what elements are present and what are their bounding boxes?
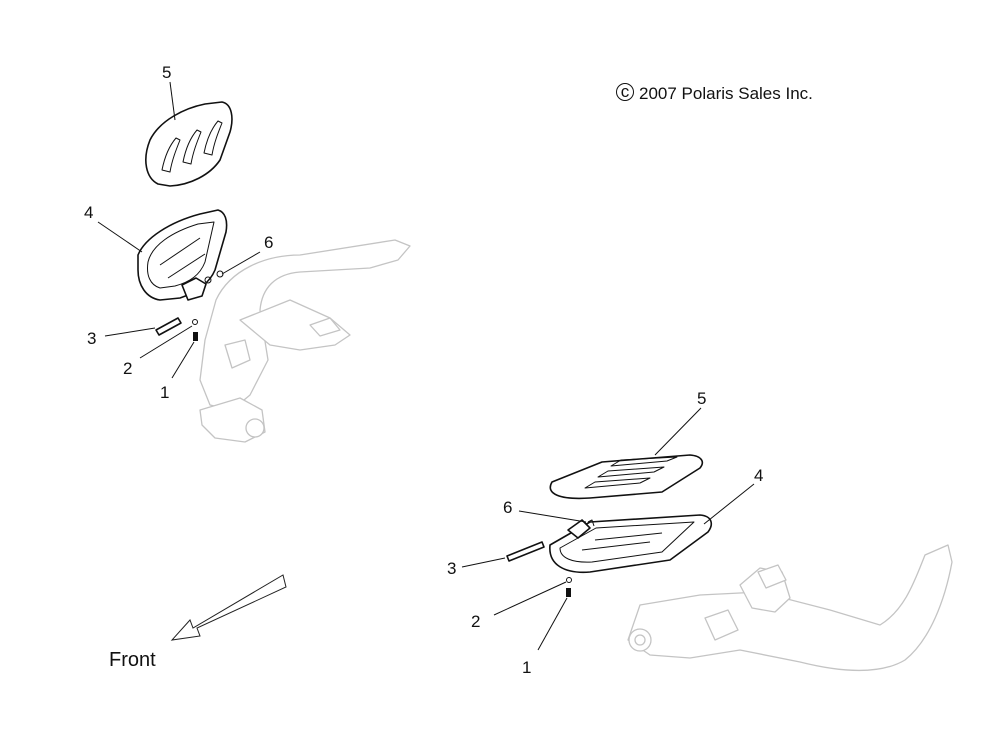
left-pad-slot-2 (182, 129, 202, 165)
right-tray-hinge (567, 519, 591, 539)
front-arrow-icon (170, 574, 287, 641)
left-tray-rib-1 (159, 237, 201, 266)
left-callout-5: 5 (162, 63, 171, 82)
right-part-3-pin (506, 541, 545, 562)
right-tray-rib-1 (581, 541, 651, 551)
left-hardware (155, 270, 224, 341)
right-callout-2: 2 (471, 612, 480, 631)
right-part-1-clip (566, 588, 571, 597)
left-part-4-tray (137, 209, 228, 301)
copyright-text: 2007 Polaris Sales Inc. (639, 84, 813, 103)
left-tray-inner (147, 221, 215, 289)
left-part-2-washer (192, 319, 198, 325)
copyright-circle (616, 83, 634, 101)
left-tray-hinge (181, 277, 207, 301)
front-label: Front (109, 649, 156, 671)
left-pad-slot-1 (161, 137, 181, 173)
right-callout-4: 4 (754, 466, 763, 485)
front-arrow (170, 574, 287, 641)
right-tray-rib-2 (594, 532, 663, 541)
right-leader-4 (703, 483, 755, 525)
left-frame-bushing (245, 418, 265, 438)
right-frame-tab (757, 564, 787, 589)
left-leader-1 (171, 341, 195, 379)
right-pad-slot-3 (610, 456, 678, 467)
right-part-2-washer (566, 577, 572, 583)
left-leader-6 (221, 251, 261, 275)
left-frame-tab (309, 317, 341, 337)
left-pad-slot-3 (203, 120, 223, 156)
right-leader-5 (654, 407, 702, 456)
left-leader-5 (169, 81, 176, 121)
right-leaders (461, 407, 755, 651)
left-frame-ghost (199, 239, 411, 443)
left-callout-3: 3 (87, 329, 96, 348)
left-part-6-cotter (216, 270, 224, 278)
right-callout-5: 5 (697, 389, 706, 408)
right-leader-1 (537, 597, 568, 651)
left-callout-1: 1 (160, 383, 169, 402)
left-callout-6: 6 (264, 233, 273, 252)
left-frame-bracket (239, 299, 351, 351)
right-leader-6 (518, 510, 587, 523)
left-callout-4: 4 (84, 203, 93, 222)
right-part-5-pad (549, 454, 704, 500)
left-leader-2 (139, 325, 193, 359)
right-frame-bushing-inner (634, 634, 646, 646)
right-pad-slot-2 (597, 466, 665, 478)
right-pad-body (549, 454, 704, 500)
right-part-6-cotter (587, 519, 595, 527)
left-part-1-clip (193, 332, 198, 341)
left-tray-body (137, 209, 228, 301)
right-tray-inner (559, 521, 695, 563)
right-callout-3: 3 (447, 559, 456, 578)
left-part-5-pad (145, 101, 233, 187)
right-part-4-tray (549, 514, 713, 574)
left-callout-2: 2 (123, 359, 132, 378)
left-tray-pin (204, 276, 212, 284)
left-part-3-pin (155, 317, 182, 336)
left-frame-rail (199, 239, 411, 411)
copyright-symbol: c (621, 82, 630, 101)
left-leader-4 (97, 221, 143, 253)
left-frame-mount (224, 339, 251, 369)
right-leader-2 (493, 581, 567, 616)
right-callout-6: 6 (503, 498, 512, 517)
right-pad-slot-1 (584, 477, 651, 489)
right-frame-ghost (627, 544, 953, 671)
right-frame-rail (627, 544, 953, 671)
left-leaders (97, 81, 261, 379)
right-callout-1: 1 (522, 658, 531, 677)
left-tray-rib-2 (167, 253, 206, 279)
right-leader-3 (461, 557, 506, 568)
right-hardware (506, 519, 595, 597)
right-tray-body (549, 514, 713, 574)
copyright-notice: c 2007 Polaris Sales Inc. (616, 82, 813, 103)
left-leader-3 (104, 327, 156, 337)
right-frame-mount (704, 609, 739, 641)
